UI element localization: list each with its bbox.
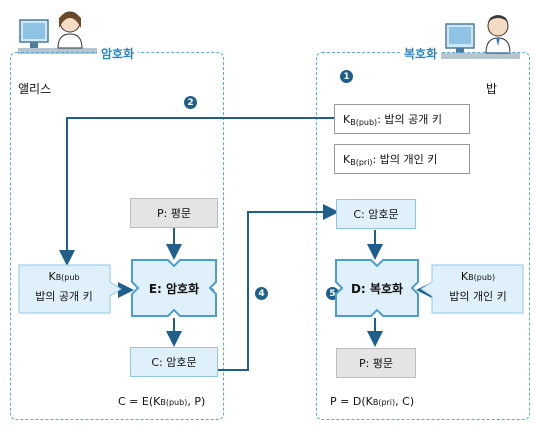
right-key-box: KB(pub) 밥의 개인 키 [420,264,524,314]
left-key-description: 밥의 공개 키 [35,290,93,303]
encryption-formula-subscript: B(pub) [160,398,188,407]
left-ciphertext-label: C: 암호문 [151,356,197,369]
decryption-formula: P = D(KB(pri), C) [330,395,414,408]
right-key-subscript: B(pub) [468,273,496,282]
step-4-badge: 4 [255,287,268,300]
decrypt-label: D: 복호화 [350,281,404,296]
step-2-badge: 2 [184,96,197,109]
right-ciphertext-label: C: 암호문 [353,208,399,221]
step-1-badge: 1 [340,70,353,83]
left-key-subscript: B(pub [55,273,80,282]
decryption-formula-end: , C) [395,395,415,408]
encrypt-box: E: 암호화 [130,258,218,318]
bob-label: 밥 [486,82,498,96]
public-key-description: : 밥의 공개 키 [377,113,442,126]
bob-illustration [440,15,520,59]
encryption-formula: C = E(KB(pub), P) [118,395,205,408]
decrypt-box: D: 복호화 [334,258,420,318]
left-key-box: KB(pub 밥의 공개 키 [18,264,122,314]
decryption-formula-start: P = D(K [330,395,373,408]
right-plaintext-box: P: 평문 [336,348,416,378]
private-key-description: : 밥의 개인 키 [372,153,438,166]
encryption-formula-end: , P) [187,395,206,408]
public-key-subscript: B(pub) [350,117,378,127]
right-plaintext-label: P: 평문 [358,357,394,370]
encryption-panel-title: 암호화 [97,45,139,62]
alice-label: 앨리스 [18,82,52,96]
private-key-subscript: B(pri) [350,157,373,167]
decryption-panel-title: 복호화 [400,45,442,62]
decryption-formula-subscript: B(pri) [372,398,396,407]
private-key-letter: K [343,152,351,166]
left-key-letter: K [48,270,56,283]
public-key-letter: K [343,112,351,126]
left-ciphertext-box: C: 암호문 [130,347,218,377]
left-plaintext-label: P: 평문 [156,207,192,220]
alice-illustration [18,11,98,54]
right-key-letter: K [460,270,469,283]
right-key-description: 밥의 개인 키 [449,290,507,303]
left-plaintext-box: P: 평문 [130,198,218,228]
encrypt-label: E: 암호화 [148,281,200,296]
right-ciphertext-box: C: 암호문 [336,199,416,229]
encryption-formula-start: C = E(K [118,395,161,408]
